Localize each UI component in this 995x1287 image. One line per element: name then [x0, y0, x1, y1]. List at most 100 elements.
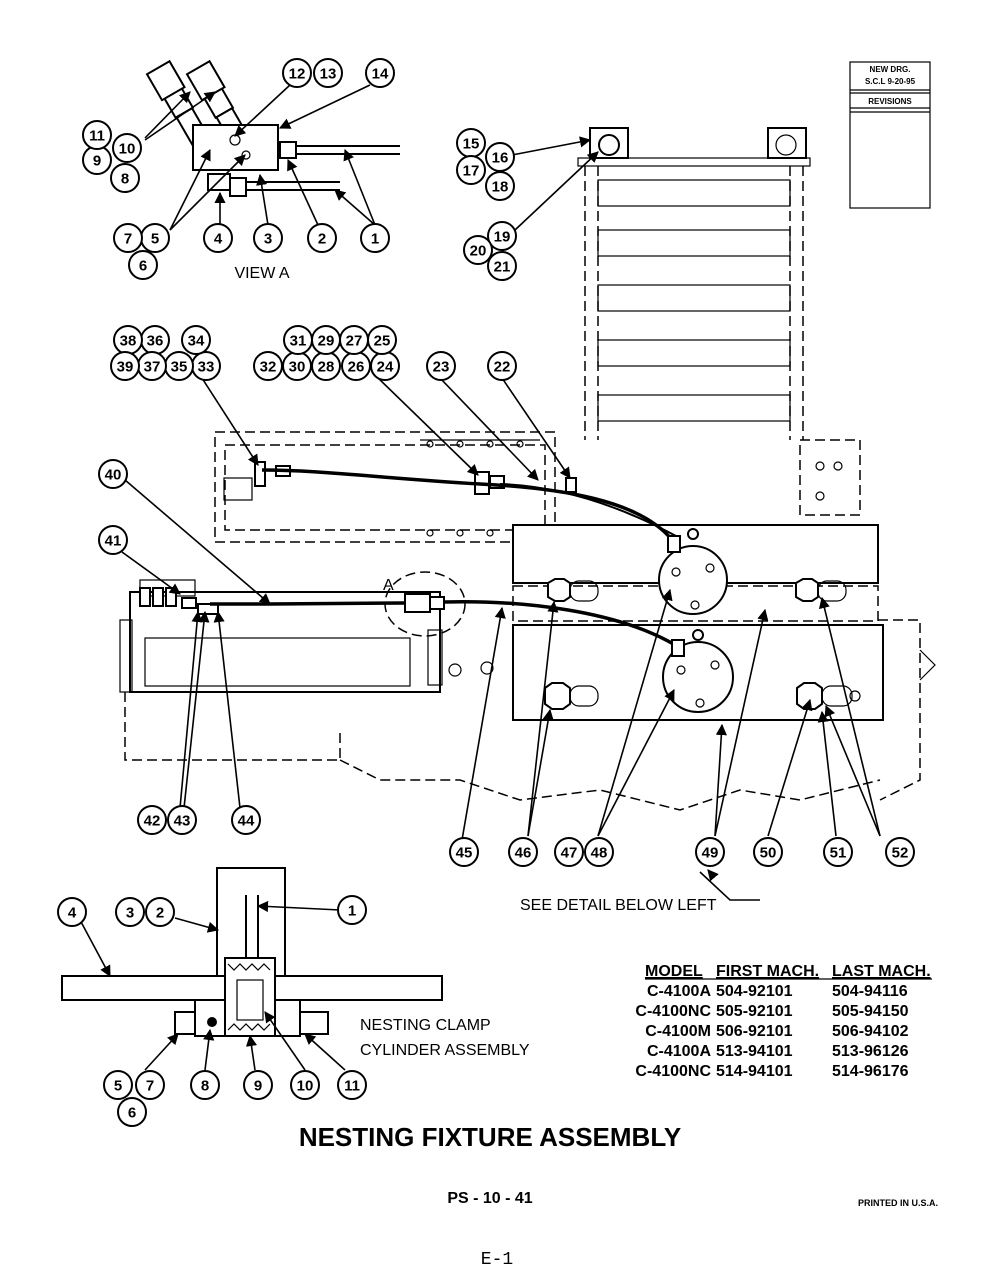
callout-label: 51	[830, 845, 847, 862]
table-cell: 513-96126	[832, 1043, 909, 1060]
upper-slide	[214, 431, 861, 543]
callout-label: 38	[120, 333, 137, 350]
table-cell: 514-94101	[716, 1063, 793, 1080]
detail-callout-9: 9	[243, 1070, 273, 1100]
callout-label: 41	[105, 533, 122, 550]
callout-38: 38	[113, 325, 143, 355]
table-cell: 513-94101	[716, 1043, 793, 1060]
callout-label: 45	[456, 845, 473, 862]
callout-label: 5	[114, 1078, 122, 1095]
callout-31: 31	[283, 325, 313, 355]
storage-rack	[577, 127, 811, 440]
leader-lines	[79, 84, 881, 1071]
callout-51: 51	[823, 837, 853, 867]
callout-41: 41	[98, 525, 128, 555]
callout-label: 47	[561, 845, 578, 862]
callout-label: 37	[144, 359, 161, 376]
detail-callout-6: 6	[117, 1097, 147, 1127]
callout-36: 36	[140, 325, 170, 355]
callout-label: 11	[89, 128, 105, 145]
hoses	[210, 468, 685, 657]
detail-callout-8: 8	[190, 1070, 220, 1100]
callout-label: 36	[147, 333, 164, 350]
scl-label: S.C.L 9-20-95	[865, 77, 916, 86]
cylinder-label-line1: NESTING CLAMP	[360, 1017, 491, 1034]
callout-label: 6	[128, 1105, 136, 1122]
revisions-label: REVISIONS	[868, 97, 912, 106]
callout-24: 24	[370, 351, 400, 381]
callout-48: 48	[584, 837, 614, 867]
callout-26: 26	[341, 351, 371, 381]
callout-45: 45	[449, 837, 479, 867]
revision-block: NEW DRG. S.C.L 9-20-95 REVISIONS	[849, 61, 931, 209]
callout-label: 29	[318, 333, 335, 350]
table-cell: 514-96176	[832, 1063, 909, 1080]
callout-39: 39	[110, 351, 140, 381]
callout-label: 49	[702, 845, 719, 862]
callout-label: 52	[892, 845, 909, 862]
callout-23: 23	[426, 351, 456, 381]
callout-label: 3	[264, 231, 272, 248]
callout-9: 9	[82, 145, 112, 175]
detail-a-marker: A	[383, 577, 394, 594]
callout-label: 14	[372, 66, 389, 83]
callout-label: 27	[346, 333, 363, 350]
callout-17: 17	[456, 155, 486, 185]
callout-label: 32	[260, 359, 277, 376]
callout-52: 52	[885, 837, 915, 867]
callout-50: 50	[753, 837, 783, 867]
callout-7: 7	[113, 223, 143, 253]
callout-label: 4	[214, 231, 223, 248]
callout-43: 43	[167, 805, 197, 835]
table-cell: C-4100NC	[635, 1063, 711, 1080]
callout-27: 27	[339, 325, 369, 355]
table-cell: 506-92101	[716, 1023, 793, 1040]
callout-21: 21	[487, 251, 517, 281]
callout-label: 44	[238, 813, 255, 830]
callout-5: 5	[140, 223, 170, 253]
callout-label: 2	[156, 905, 164, 922]
callout-10: 10	[112, 133, 142, 163]
callout-label: 39	[117, 359, 134, 376]
table-header-last: LAST MACH.	[832, 963, 931, 980]
callout-8: 8	[110, 163, 140, 193]
detail-callout-5: 5	[103, 1070, 133, 1100]
callout-34: 34	[181, 325, 211, 355]
detail-callout-4: 4	[57, 897, 87, 927]
clamp-bars	[512, 524, 936, 801]
callout-33: 33	[191, 351, 221, 381]
callout-label: 17	[463, 163, 480, 180]
callout-25: 25	[367, 325, 397, 355]
callout-label: 23	[433, 359, 450, 376]
callout-label: 10	[297, 1078, 314, 1095]
page-number: PS - 10 - 41	[447, 1190, 532, 1207]
callout-label: 3	[126, 905, 134, 922]
callout-20: 20	[463, 235, 493, 265]
callout-37: 37	[137, 351, 167, 381]
table-cell: C-4100A	[647, 983, 711, 1000]
callout-49: 49	[695, 837, 725, 867]
callout-11: 11	[82, 120, 112, 150]
section-detail	[61, 867, 443, 1037]
callout-label: 28	[318, 359, 335, 376]
cylinder-label-line2: CYLINDER ASSEMBLY	[360, 1042, 530, 1059]
callout-12: 12	[282, 58, 312, 88]
callout-13: 13	[313, 58, 343, 88]
callout-14: 14	[365, 58, 395, 88]
detail-callout-11: 11	[337, 1070, 367, 1100]
callout-label: 6	[139, 258, 147, 275]
callout-15: 15	[456, 128, 486, 158]
table-cell: C-4100M	[645, 1023, 711, 1040]
callout-label: 24	[377, 359, 394, 376]
detail-callout-1: 1	[337, 895, 367, 925]
callout-label: 13	[320, 66, 337, 83]
callout-label: 1	[348, 903, 356, 920]
callout-label: 7	[146, 1078, 154, 1095]
callout-label: 7	[124, 231, 132, 248]
callout-19: 19	[487, 221, 517, 251]
callout-label: 20	[470, 243, 487, 260]
callout-29: 29	[311, 325, 341, 355]
callout-30: 30	[282, 351, 312, 381]
